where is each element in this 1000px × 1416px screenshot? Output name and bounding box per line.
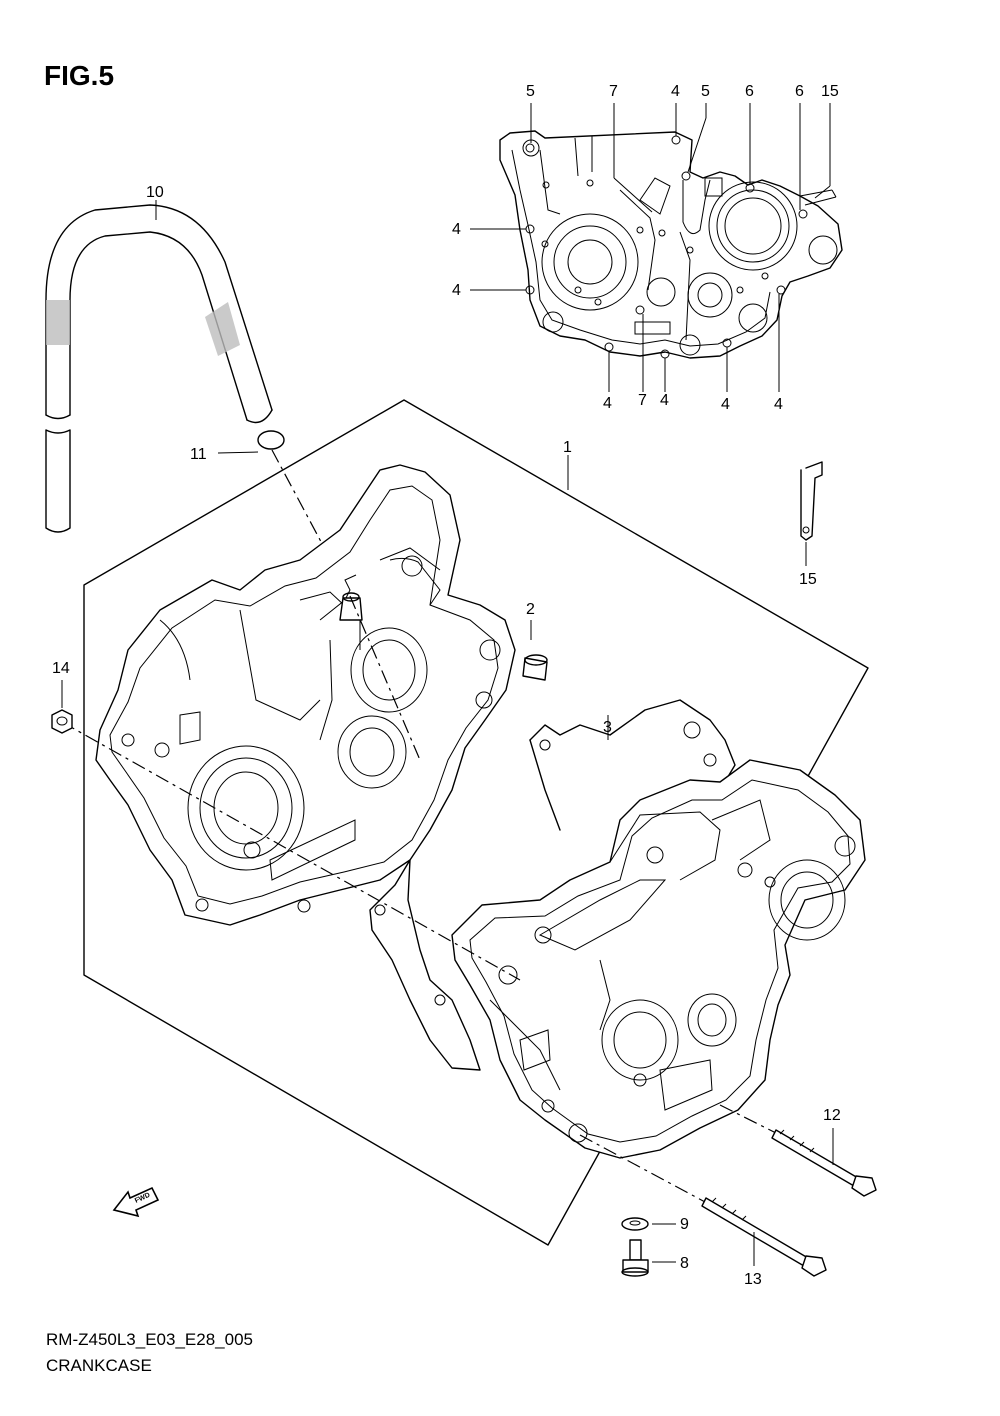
- callout-4-bottom-4: 4: [774, 396, 783, 413]
- bolt-part-8: [621, 1239, 676, 1277]
- alignment-line-2: [349, 595, 421, 761]
- callout-2: 2: [526, 601, 535, 618]
- left-crankcase-half: [95, 464, 516, 926]
- callout-13: 13: [744, 1271, 762, 1288]
- bracket-part-15: [800, 461, 823, 566]
- callout-4-bottom-3: 4: [721, 396, 730, 413]
- callout-7-bottom: 7: [638, 392, 647, 409]
- assembly-outline-part-1: [83, 399, 869, 1246]
- callout-4-top: 4: [671, 83, 680, 100]
- washer-part-9: [621, 1217, 676, 1231]
- callout-4-left-upper: 4: [452, 221, 461, 238]
- figure-title: FIG.5: [44, 60, 115, 91]
- alignment-line-1: [61, 721, 521, 981]
- gasket-part-3: [369, 699, 736, 1071]
- callout-5-top-left: 5: [526, 83, 535, 100]
- bolt-part-12: [771, 1128, 877, 1197]
- inset-crankcase-detail: [470, 103, 843, 392]
- callout-14: 14: [52, 660, 70, 677]
- callout-6-top-left: 6: [745, 83, 754, 100]
- callout-4-bottom-1: 4: [603, 395, 612, 412]
- callout-9: 9: [680, 1216, 689, 1233]
- callout-11: 11: [190, 446, 207, 463]
- right-crankcase-half: [451, 759, 866, 1159]
- bolt-part-13: [701, 1197, 827, 1277]
- diagram-name: CRANKCASE: [46, 1356, 152, 1375]
- callout-4-left-lower: 4: [452, 282, 461, 299]
- hose-clip-band-2: [205, 302, 240, 356]
- nut-part-14: [51, 680, 73, 734]
- callout-12: 12: [823, 1107, 841, 1124]
- callout-15-top: 15: [821, 83, 839, 100]
- dowel-pin-part-2: [522, 620, 548, 681]
- callout-5-top-right: 5: [701, 83, 710, 100]
- callout-1: 1: [563, 439, 572, 456]
- callout-15-bracket: 15: [799, 571, 817, 588]
- callout-3: 3: [603, 719, 612, 736]
- diagram-code: RM-Z450L3_E03_E28_005: [46, 1330, 253, 1349]
- breather-hose-part-10: [45, 200, 273, 533]
- hose-clip-band: [46, 300, 70, 345]
- callout-7-top: 7: [609, 83, 618, 100]
- callout-10: 10: [146, 184, 164, 201]
- callout-labels: 5 7 4 5 6 6 15 4 4 4 7 4 4 4 10 11 1 2 3…: [52, 83, 841, 1288]
- fwd-arrow-icon: FWD: [112, 1186, 160, 1218]
- callout-6-top-right: 6: [795, 83, 804, 100]
- callout-8: 8: [680, 1255, 689, 1272]
- callout-4-bottom-2: 4: [660, 392, 669, 409]
